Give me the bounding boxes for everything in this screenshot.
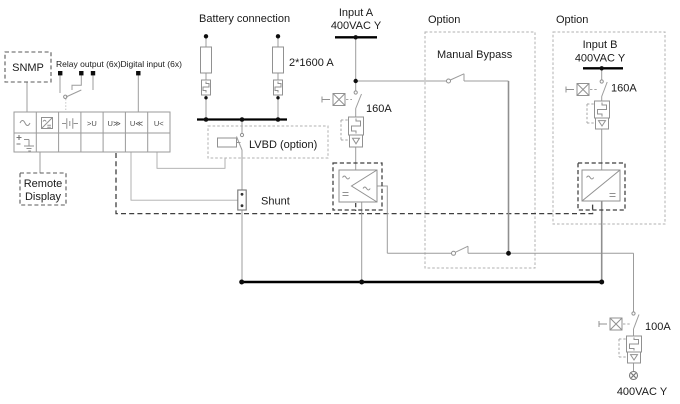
input-b-label: Input B: [583, 39, 618, 51]
dc-icon: [342, 192, 349, 196]
battery-fuse-branch: [272, 34, 284, 100]
motor-operator-icon: [576, 83, 590, 96]
manual-bypass-option: Option Manual Bypass: [428, 14, 513, 256]
shunt-body: [237, 189, 247, 211]
input-b-option: Option Input B 400VAC Y 160A: [556, 14, 637, 130]
wiring: [26, 36, 634, 371]
input-a-label: Input A: [339, 7, 374, 19]
motor-operator-icon: [609, 317, 623, 331]
relay-output-terminals: Relay output (6x): [56, 59, 121, 100]
relay-output-label: Relay output (6x): [56, 59, 121, 69]
cell-voltage-much-less: U≪: [130, 119, 143, 128]
manual-bypass-label: Manual Bypass: [437, 49, 513, 61]
relay-contact-pivot: [63, 94, 68, 100]
cell-voltage-threshold: >U: [87, 119, 97, 128]
shunt-label: Shunt: [261, 196, 290, 208]
relay-terminal-dot: [79, 71, 84, 76]
lvbd-coil: [217, 137, 237, 148]
manual-bypass-option-box: [424, 31, 536, 269]
battery-fuse: [272, 46, 284, 74]
system-enclosure-outline: [115, 153, 594, 215]
bypass-option-label: Option: [428, 14, 460, 26]
digital-input-dot: [136, 71, 141, 76]
dc-earth-icon: [16, 135, 34, 152]
converter-a-dashed-frame: [332, 162, 383, 211]
bypass-switch-top: [446, 78, 451, 84]
remote-display-label-line2: Display: [25, 191, 62, 203]
input-b-option-label: Option: [556, 14, 588, 26]
ac-dc-converter-icon: [41, 117, 53, 129]
controller-block: >U U≫ U≪ U<: [13, 111, 171, 153]
dc-bus: [239, 279, 605, 285]
battery-section: Battery connection 2*1600 A: [197, 13, 334, 122]
breaker-blade: [633, 314, 640, 330]
converter-a-module: [332, 162, 383, 211]
output-terminal-icon: [628, 370, 639, 381]
digital-input-label: Digital input (6x): [121, 59, 183, 69]
input-b-breaker: 160A: [565, 79, 637, 130]
release-trip-unit: [627, 351, 641, 364]
remote-display-label-line1: Remote: [24, 178, 63, 190]
battery-fuse: [200, 46, 212, 74]
converter-a-body: [338, 169, 378, 203]
controller-frame: [13, 111, 171, 153]
breaker-blade: [355, 93, 362, 109]
fuse-monitor: [273, 79, 283, 96]
lvbd-contactor: LVBD (option): [217, 132, 317, 151]
cell-voltage-much-greater: U≫: [108, 119, 121, 128]
input-a-breaker: 160A: [321, 90, 392, 148]
input-a-breaker-rating: 160A: [366, 103, 392, 115]
remote-display-module: Remote Display: [19, 172, 67, 206]
converter-b-body: [581, 169, 621, 202]
input-b-voltage-label: 400VAC Y: [575, 53, 626, 65]
lvbd-switch-blade: [236, 136, 243, 151]
input-b-breaker-rating: 160A: [611, 83, 637, 95]
battery-bars-icon: [62, 118, 78, 129]
output-breaker: 100A: [598, 311, 671, 364]
fuse-monitor: [201, 79, 211, 96]
lvbd-option-box: [207, 125, 329, 159]
battery-fuse-branch: [200, 34, 212, 100]
snmp-box: [4, 51, 52, 83]
cell-voltage-less: U<: [154, 119, 164, 128]
input-a-voltage-label: 400VAC Y: [331, 20, 382, 32]
release-trip-unit: [595, 117, 609, 130]
ac-sine-icon: [362, 186, 371, 191]
ac-sine-icon: [342, 175, 351, 180]
input-b-option-box: [552, 31, 666, 225]
converter-b-module: [577, 162, 626, 211]
output-section: 100A 400VAC Y: [598, 311, 671, 398]
input-a: Input A 400VAC Y 160A: [321, 7, 392, 148]
snmp-label: SNMP: [12, 62, 44, 74]
battery-fuse-rating-label: 2*1600 A: [289, 57, 334, 69]
ac-sine-icon: [19, 120, 31, 126]
shunt: Shunt: [237, 189, 290, 211]
motor-operator-icon: [332, 93, 346, 106]
output-breaker-rating: 100A: [645, 321, 671, 333]
lvbd-label: LVBD (option): [249, 139, 317, 151]
digital-input-terminal: Digital input (6x): [121, 59, 183, 76]
remote-display-box: [19, 172, 67, 206]
relay-terminal-dot: [58, 71, 63, 76]
converter-b-dashed-frame: [577, 162, 626, 211]
output-voltage-label: 400VAC Y: [617, 386, 668, 398]
bypass-switch-bottom: [451, 250, 456, 256]
release-trip-unit: [349, 134, 363, 148]
ac-sine-icon: [586, 175, 595, 180]
snmp-module: SNMP: [4, 51, 52, 83]
dc-icon: [609, 193, 616, 197]
relay-terminal-dot: [90, 71, 96, 76]
breaker-blade: [601, 81, 608, 97]
battery-connection-label: Battery connection: [199, 13, 290, 25]
